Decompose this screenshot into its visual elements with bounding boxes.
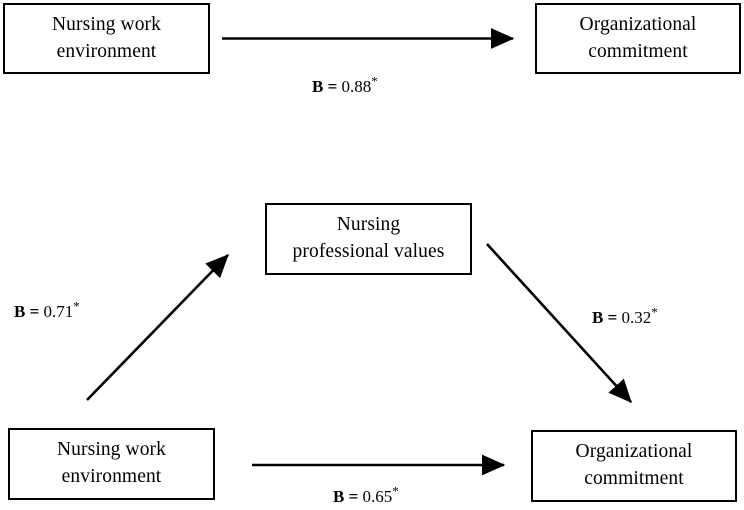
node-top-right-label: Organizational commitment — [579, 13, 697, 62]
node-top-right: Organizational commitment — [535, 3, 741, 74]
node-top-left: Nursing work environment — [3, 3, 210, 74]
edge-label-a-path-value: 0.71 — [43, 302, 74, 321]
edge-label-c-prime-path-value: 0.65 — [362, 487, 393, 506]
edge-label-top-direct-significance: * — [371, 73, 378, 89]
edge-label-c-prime-path-significance: * — [392, 483, 399, 499]
edge-label-a-path: B = 0.71* — [14, 299, 80, 321]
edge-label-top-direct-prefix: B = — [312, 77, 342, 96]
node-bottom-right-label: Organizational commitment — [575, 441, 693, 489]
node-bottom-right: Organizational commitment — [531, 430, 737, 502]
node-bottom-left-label: Nursing work environment — [57, 439, 166, 487]
edge-label-c-prime-path: B = 0.65* — [333, 484, 399, 506]
edge-label-top-direct-value: 0.88 — [341, 77, 372, 96]
edge-label-b-path-significance: * — [651, 304, 658, 320]
node-bottom-left: Nursing work environment — [8, 428, 215, 500]
edge-label-b-path-value: 0.32 — [621, 308, 652, 327]
edge-label-a-path-prefix: B = — [14, 302, 44, 321]
a-path-arrow — [86, 254, 229, 401]
node-mediator-label: Nursing professional values — [292, 214, 445, 262]
node-top-left-label: Nursing work environment — [52, 13, 161, 62]
edge-label-top-direct: B = 0.88* — [312, 74, 378, 96]
edge-label-b-path-prefix: B = — [592, 308, 622, 327]
edge-label-a-path-significance: * — [73, 298, 80, 314]
edge-label-c-prime-path-prefix: B = — [333, 487, 363, 506]
edge-label-b-path: B = 0.32* — [592, 305, 658, 327]
node-mediator: Nursing professional values — [265, 203, 472, 275]
